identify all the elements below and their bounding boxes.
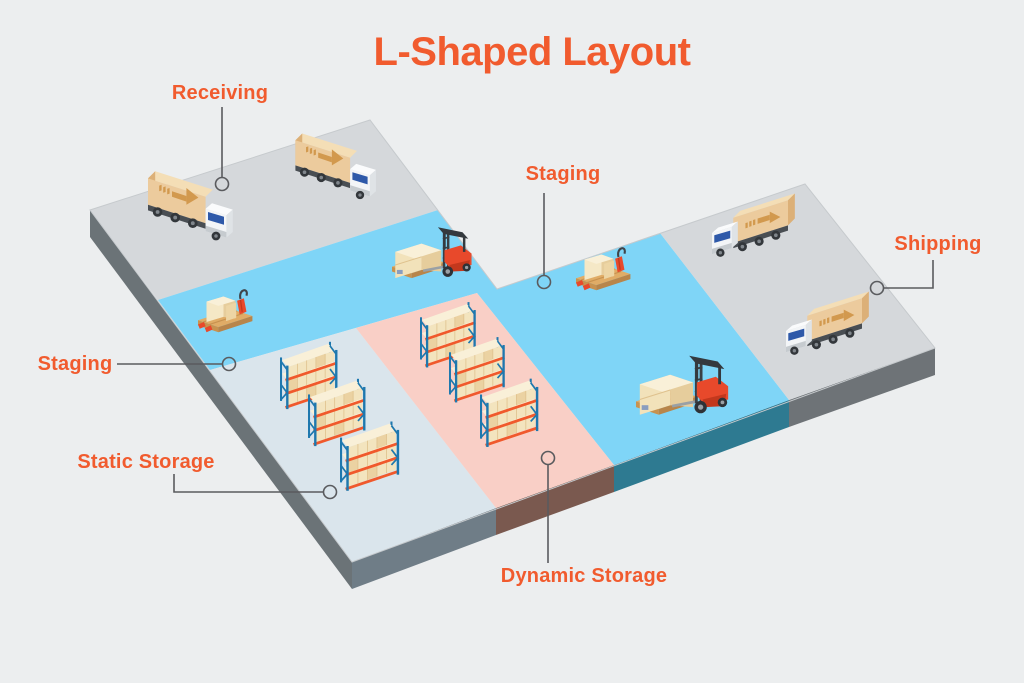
label-static-storage: Static Storage (77, 451, 215, 473)
shipping-marker (869, 280, 885, 296)
dynamic-storage-marker (540, 450, 556, 466)
label-receiving: Receiving (171, 82, 269, 104)
platform-side-staging (614, 400, 789, 492)
platform-side-static (352, 508, 496, 589)
static-storage-connector (173, 474, 323, 493)
platform-outline (89, 119, 936, 563)
label-dynamic-storage: Dynamic Storage (500, 565, 668, 587)
staging-top-marker (536, 274, 552, 290)
static-storage-marker (322, 484, 338, 500)
label-staging-left: Staging (37, 353, 113, 375)
platform-side-left (90, 210, 352, 589)
zone-staging (158, 210, 789, 465)
zone-receiving (90, 120, 438, 300)
staging-left-marker (221, 356, 237, 372)
page-title: L-Shaped Layout (373, 30, 691, 74)
platform-side-dynamic (496, 465, 614, 535)
shipping-connector (884, 260, 934, 289)
platform-side-shipping (789, 348, 935, 427)
receiving-marker (214, 176, 230, 192)
label-shipping: Shipping (894, 233, 982, 255)
label-staging-top: Staging (525, 163, 601, 185)
label-connectors (117, 107, 934, 563)
